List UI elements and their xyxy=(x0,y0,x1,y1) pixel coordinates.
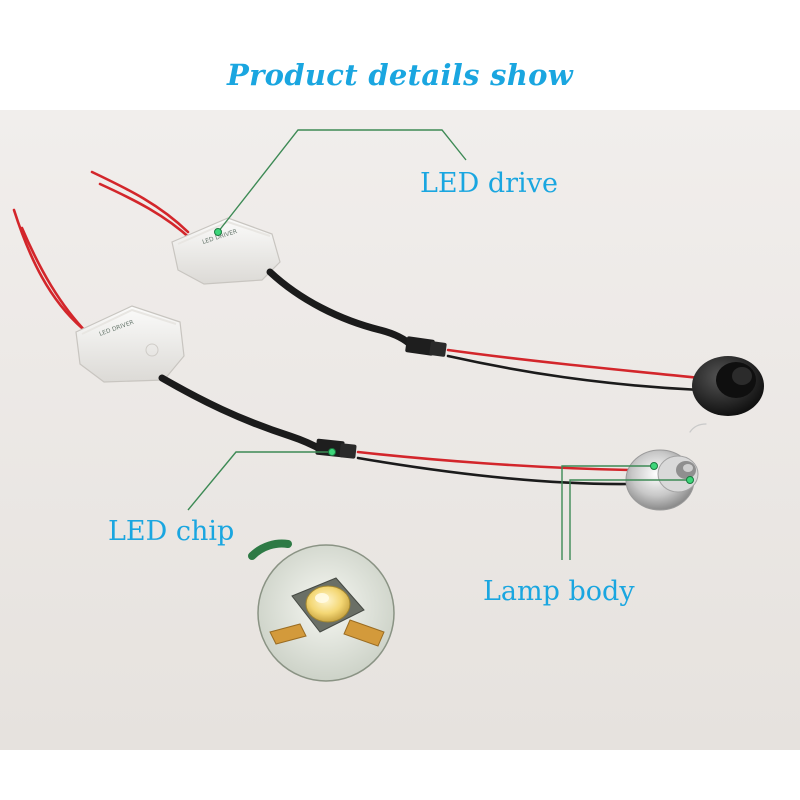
callout-led-chip: LED chip xyxy=(108,516,235,547)
callout-led-drive: LED drive xyxy=(420,168,558,199)
lower-output-cable xyxy=(158,374,326,454)
upper-connector xyxy=(405,336,447,357)
upper-driver-input-wires xyxy=(90,170,194,242)
leader-lines xyxy=(187,129,690,560)
upper-lamp-leads xyxy=(446,348,702,392)
upper-output-cable xyxy=(266,268,416,350)
lower-led-driver: LED DRIVER xyxy=(75,305,185,383)
lower-driver-input-wires xyxy=(12,208,90,336)
page-title: Product details show xyxy=(226,58,574,92)
leader-dots xyxy=(214,228,694,484)
backdrop-panel xyxy=(0,110,800,750)
callout-lamp-body: Lamp body xyxy=(483,576,635,607)
lower-lamp-leads xyxy=(356,423,707,486)
led-chip-inset xyxy=(248,539,395,682)
lower-connector xyxy=(315,438,357,459)
black-lamp-body xyxy=(692,356,764,416)
